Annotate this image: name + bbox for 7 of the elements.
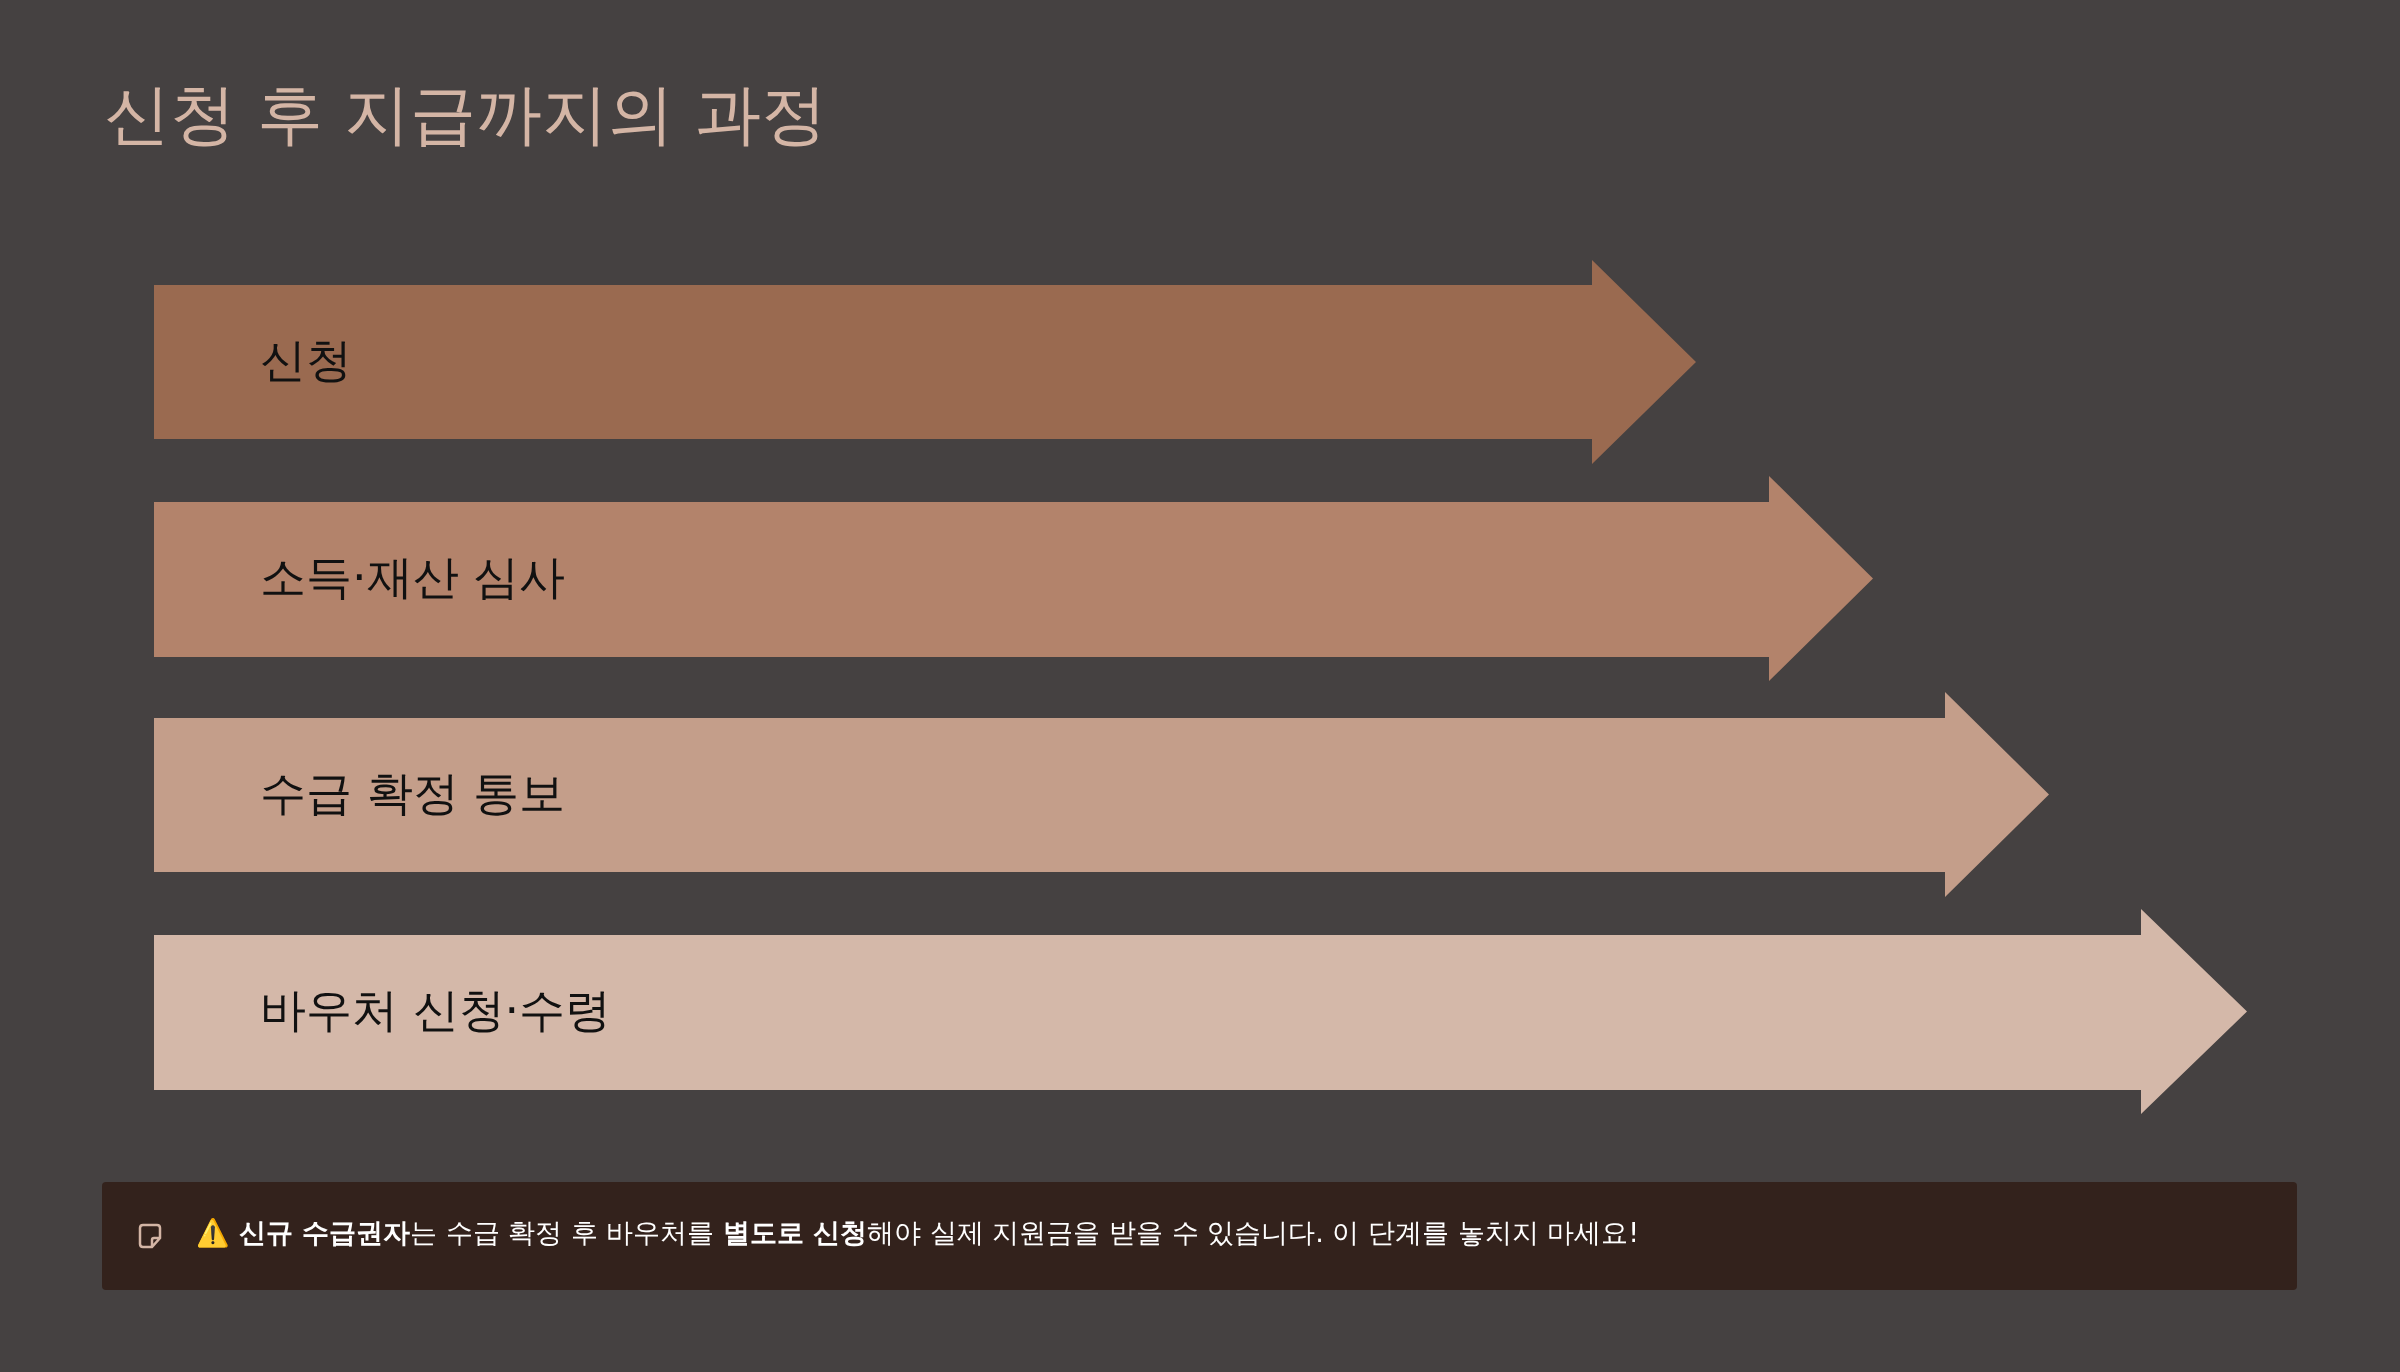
step-label: 신청 bbox=[260, 332, 352, 389]
step-label: 수급 확정 통보 bbox=[260, 764, 566, 822]
step-label: 소득·재산 심사 bbox=[260, 548, 566, 606]
slide-title: 신청 후 지급까지의 과정 bbox=[104, 75, 827, 155]
note-text: ⚠ 신규 수급권자는 수급 확정 후 바우처를 별도로 신청해야 실제 지원금을 받을 수 있습니다. 이 단계를 놓치지 마세요! bbox=[196, 1216, 1639, 1250]
step-label: 바우처 신청·수령 bbox=[260, 981, 612, 1039]
note-banner bbox=[102, 1182, 2297, 1290]
